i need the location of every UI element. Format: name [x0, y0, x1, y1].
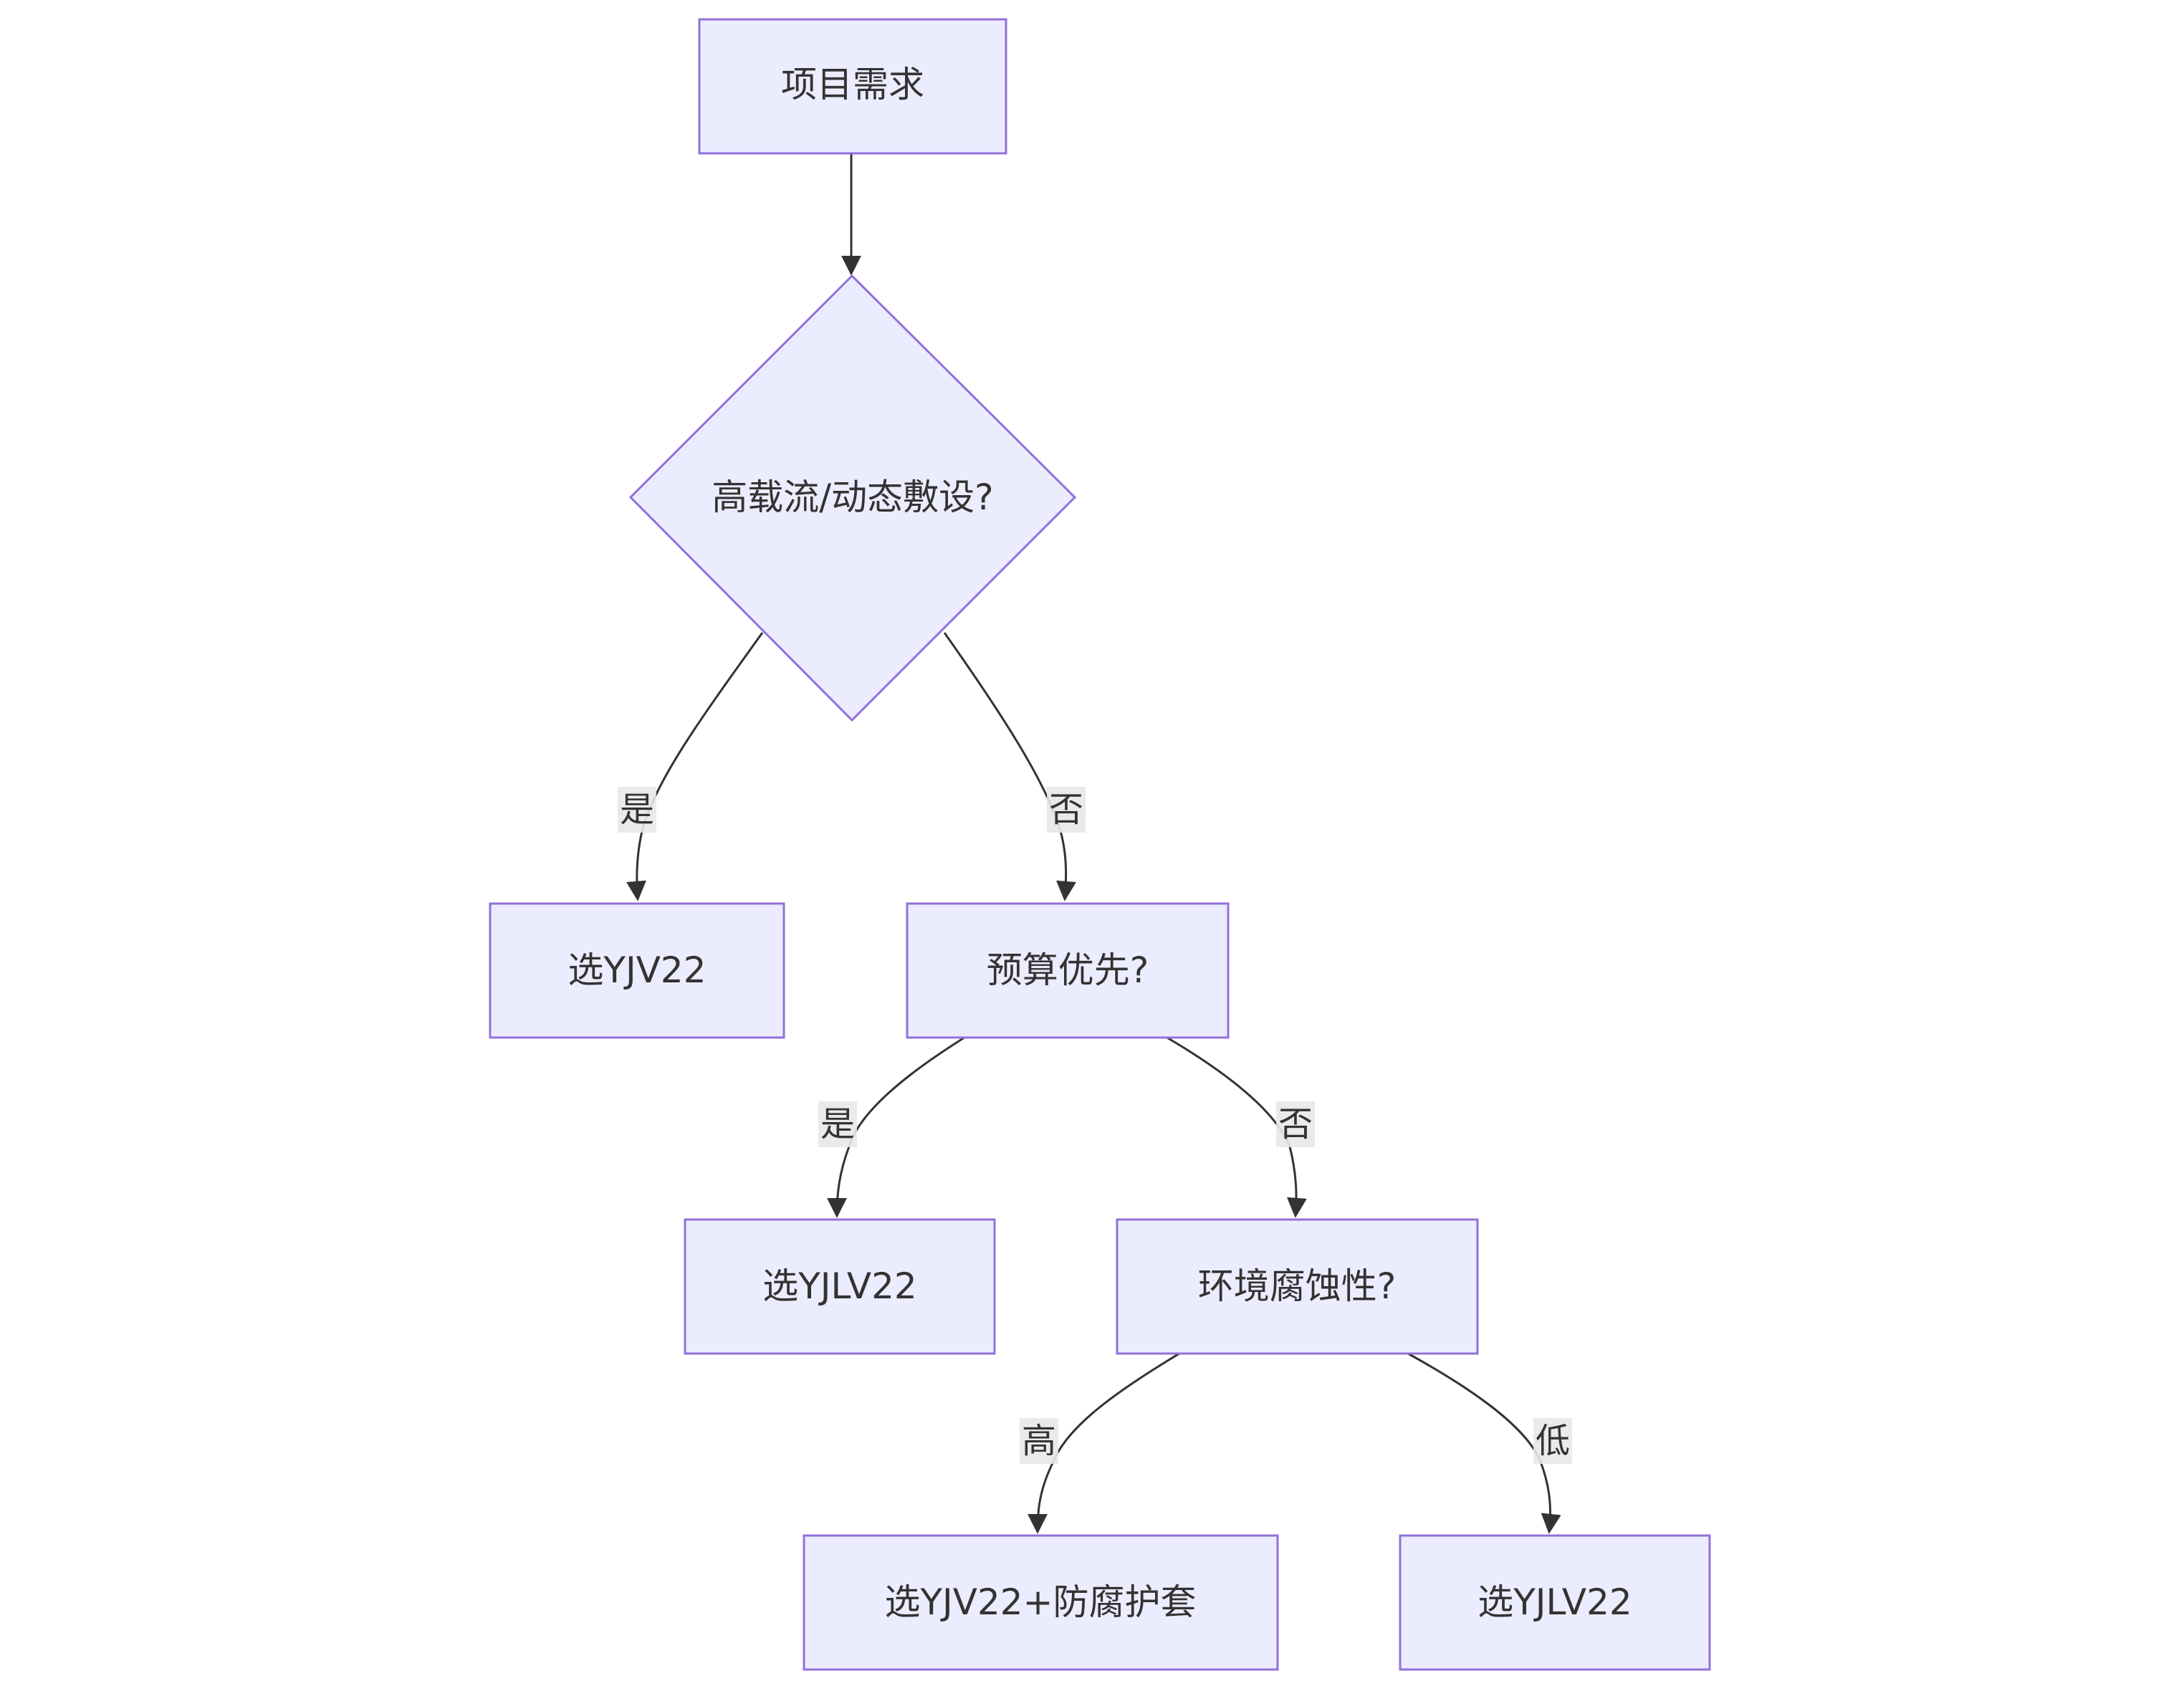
edge-label-load-no: 否 — [1047, 787, 1086, 833]
node-yjlv22-budget[interactable]: 选YJLV22 — [684, 1218, 996, 1355]
edge-label-load-yes: 是 — [618, 787, 656, 833]
node-decision-load[interactable]: 高载流/动态敷设? — [628, 274, 1077, 722]
edge-label-text: 否 — [1278, 1104, 1313, 1144]
edge-label-text: 低 — [1536, 1421, 1570, 1461]
edge-load-no — [943, 632, 1076, 901]
node-start[interactable]: 项目需求 — [698, 18, 1007, 155]
node-label: 预算优先? — [987, 949, 1149, 991]
node-label: 高载流/动态敷设? — [712, 476, 993, 518]
node-label: 选YJLV22 — [1477, 1581, 1632, 1623]
node-label: 选YJV22 — [567, 949, 706, 991]
node-yjv22[interactable]: 选YJV22 — [489, 902, 785, 1039]
edge-budget-no — [1160, 1033, 1307, 1218]
node-decision-env[interactable]: 环境腐蚀性? — [1116, 1218, 1479, 1355]
edge-label-text: 高 — [1022, 1421, 1056, 1461]
node-yjlv22-low[interactable]: 选YJLV22 — [1399, 1534, 1711, 1671]
nodes: 项目需求 高载流/动态敷设? 选YJV22 预算优先? 选YJLV22 环境腐蚀… — [489, 18, 1711, 1671]
edge-label-env-high: 高 — [1020, 1418, 1058, 1464]
node-label: 环境腐蚀性? — [1198, 1265, 1397, 1307]
edge-label-budget-no: 否 — [1276, 1101, 1315, 1147]
node-label: 选YJV22+防腐护套 — [884, 1581, 1196, 1623]
node-decision-budget[interactable]: 预算优先? — [906, 902, 1230, 1039]
edge-label-text: 是 — [620, 790, 654, 830]
edge-labels: 是 否 是 否 高 低 — [618, 787, 1572, 1464]
node-label: 项目需求 — [781, 64, 924, 105]
edge-load-yes — [626, 632, 764, 901]
edge-label-budget-yes: 是 — [818, 1101, 857, 1147]
edge-label-env-low: 低 — [1533, 1418, 1572, 1464]
edge-label-text: 是 — [820, 1104, 855, 1144]
node-yjv22-sheath[interactable]: 选YJV22+防腐护套 — [803, 1534, 1279, 1671]
edge-label-text: 否 — [1049, 790, 1083, 830]
edge-env-high — [1028, 1348, 1187, 1534]
node-label: 选YJLV22 — [762, 1265, 916, 1307]
edge-env-low — [1399, 1348, 1561, 1534]
